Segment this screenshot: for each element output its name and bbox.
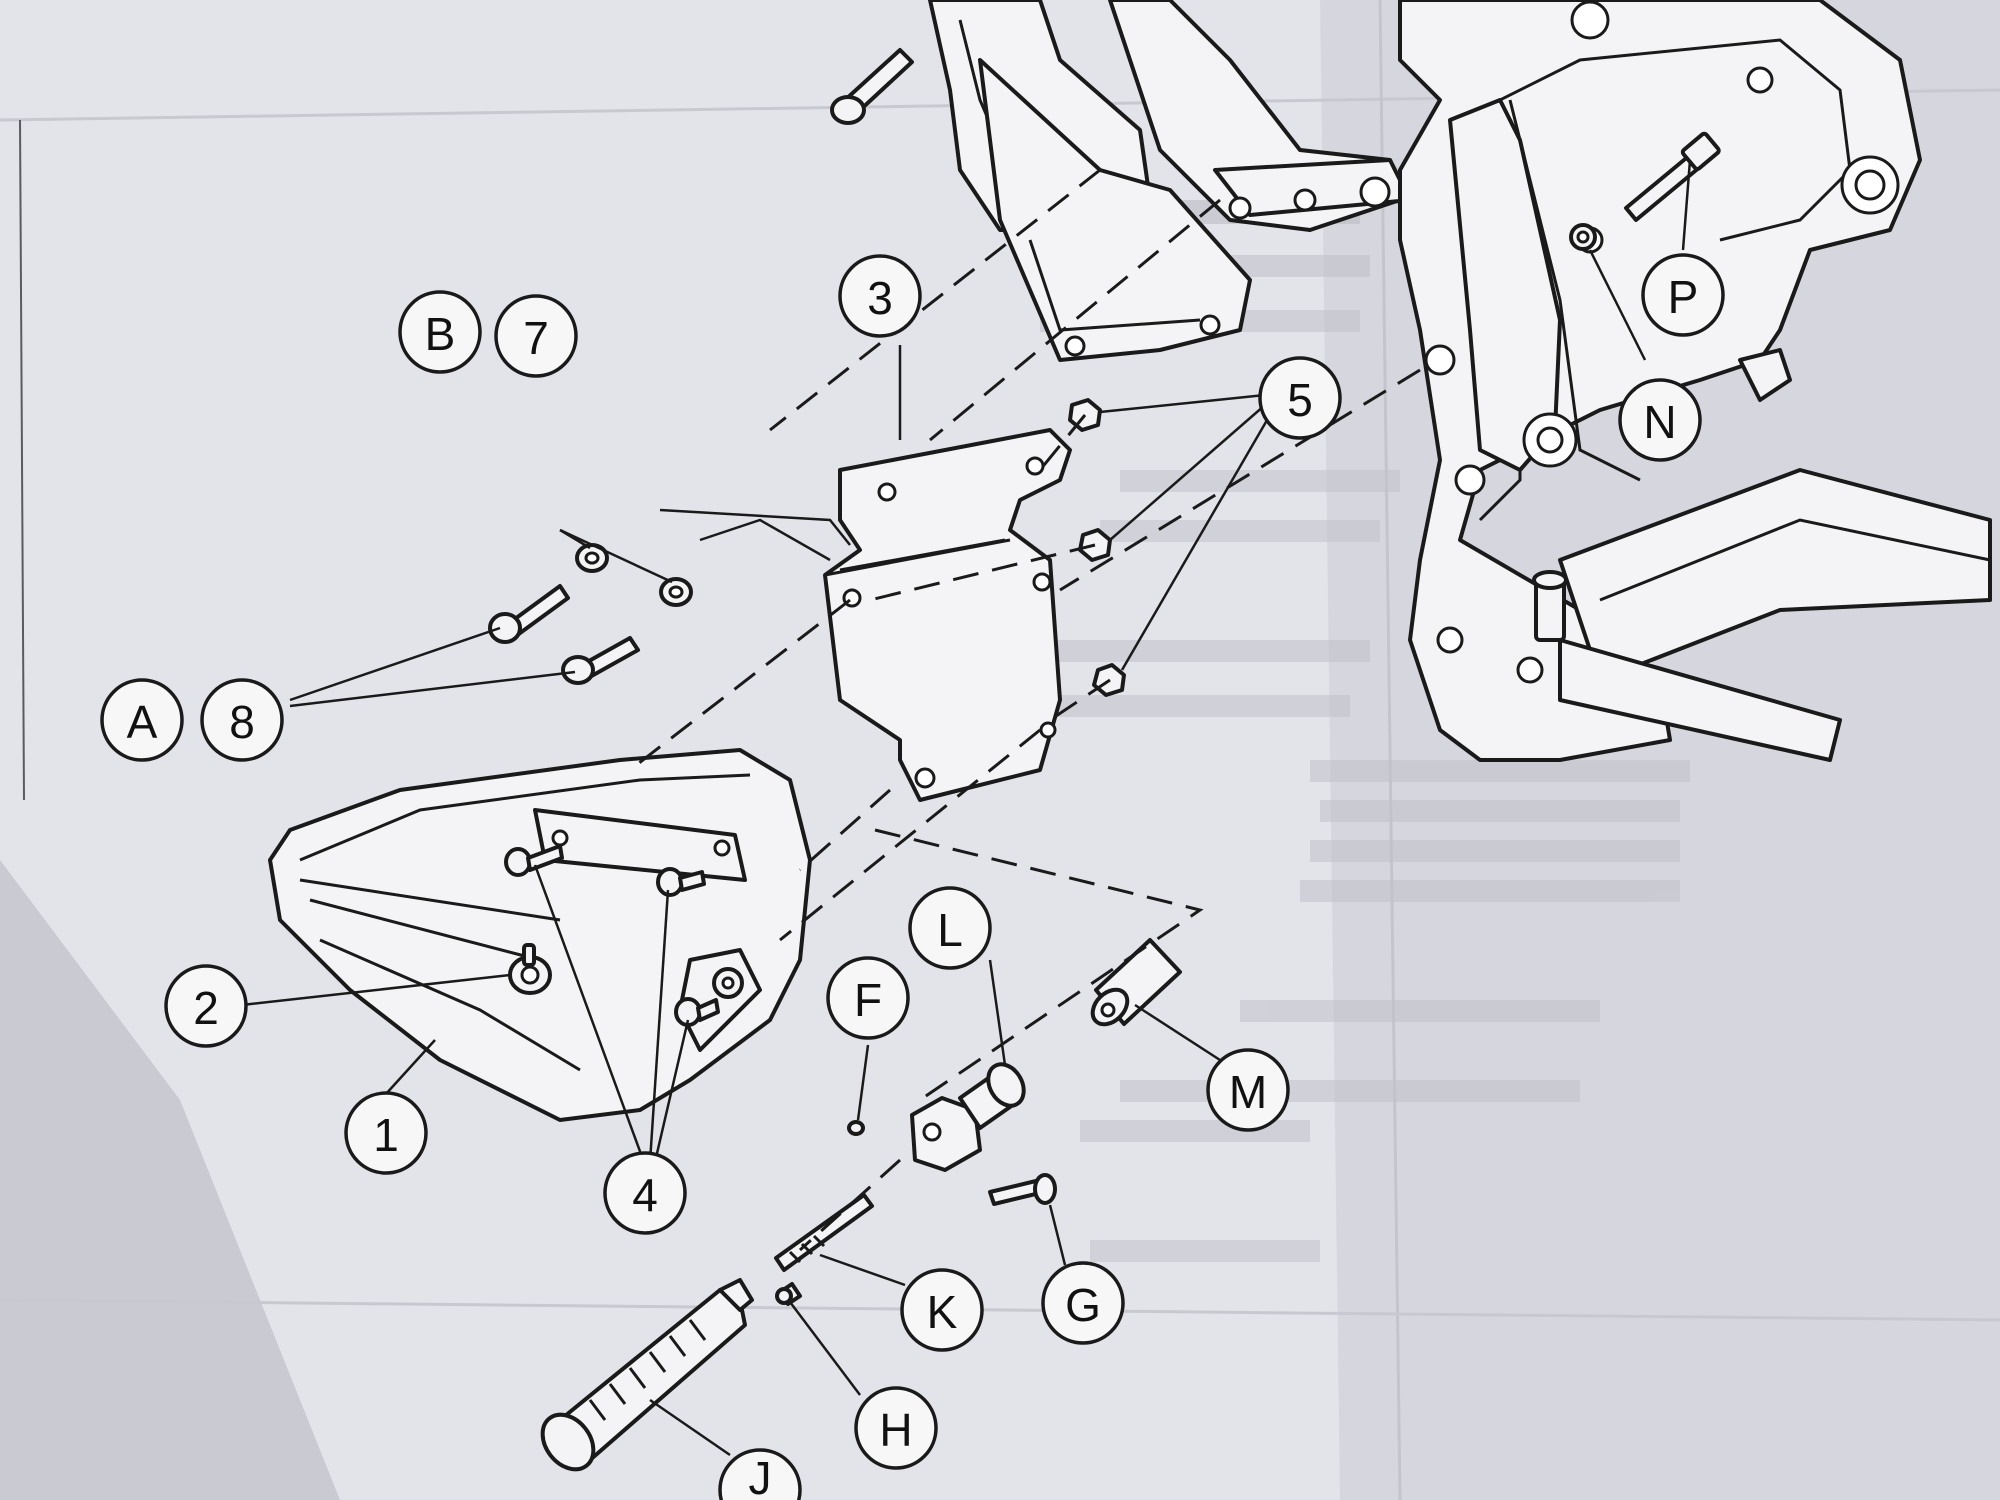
callout-g: G <box>1041 1261 1125 1345</box>
callout-2: 2 <box>164 964 248 1048</box>
svg-text:7: 7 <box>523 312 549 364</box>
svg-text:5: 5 <box>1287 374 1313 426</box>
callout-k: K <box>900 1268 984 1352</box>
mounting-plate <box>823 428 1072 802</box>
bolt-p <box>1624 131 1721 222</box>
svg-text:P: P <box>1668 271 1699 323</box>
callout-l: L <box>908 886 992 970</box>
svg-text:L: L <box>937 904 963 956</box>
svg-text:F: F <box>854 974 882 1026</box>
side-cover <box>268 748 812 1122</box>
callout-8: 8 <box>200 678 284 762</box>
washer-n <box>1569 223 1597 251</box>
callout-3: 3 <box>838 254 922 338</box>
alignment-lines <box>629 168 1421 1252</box>
svg-text:1: 1 <box>373 1109 399 1161</box>
callout-h: H <box>854 1386 938 1470</box>
screws-4 <box>504 844 720 1027</box>
svg-text:N: N <box>1643 396 1676 448</box>
callout-b: B <box>398 290 482 374</box>
bolts-a8 <box>488 584 640 685</box>
footpeg <box>540 1278 754 1472</box>
svg-text:K: K <box>927 1286 958 1338</box>
svg-text:4: 4 <box>632 1169 658 1221</box>
callout-j: J <box>718 1448 802 1500</box>
svg-text:J: J <box>749 1452 772 1500</box>
svg-text:B: B <box>425 308 456 360</box>
svg-text:3: 3 <box>867 272 893 324</box>
callout-5: 5 <box>1258 356 1342 440</box>
svg-text:M: M <box>1229 1066 1267 1118</box>
callout-4: 4 <box>603 1151 687 1235</box>
callout-f: F <box>826 956 910 1040</box>
svg-text:2: 2 <box>193 982 219 1034</box>
callout-7: 7 <box>494 294 578 378</box>
callout-a: A <box>100 678 184 762</box>
upper-frame-bracket <box>928 0 1412 362</box>
svg-text:8: 8 <box>229 696 255 748</box>
callout-n: N <box>1618 378 1702 462</box>
top-screw <box>830 48 914 125</box>
callout-1: 1 <box>344 1091 428 1175</box>
callout-m: M <box>1206 1048 1290 1132</box>
svg-text:H: H <box>879 1404 912 1456</box>
footpeg-hardware <box>774 938 1182 1306</box>
callout-p: P <box>1641 253 1725 337</box>
leader-lines <box>241 159 1692 1457</box>
svg-text:A: A <box>127 696 158 748</box>
svg-text:G: G <box>1065 1279 1101 1331</box>
